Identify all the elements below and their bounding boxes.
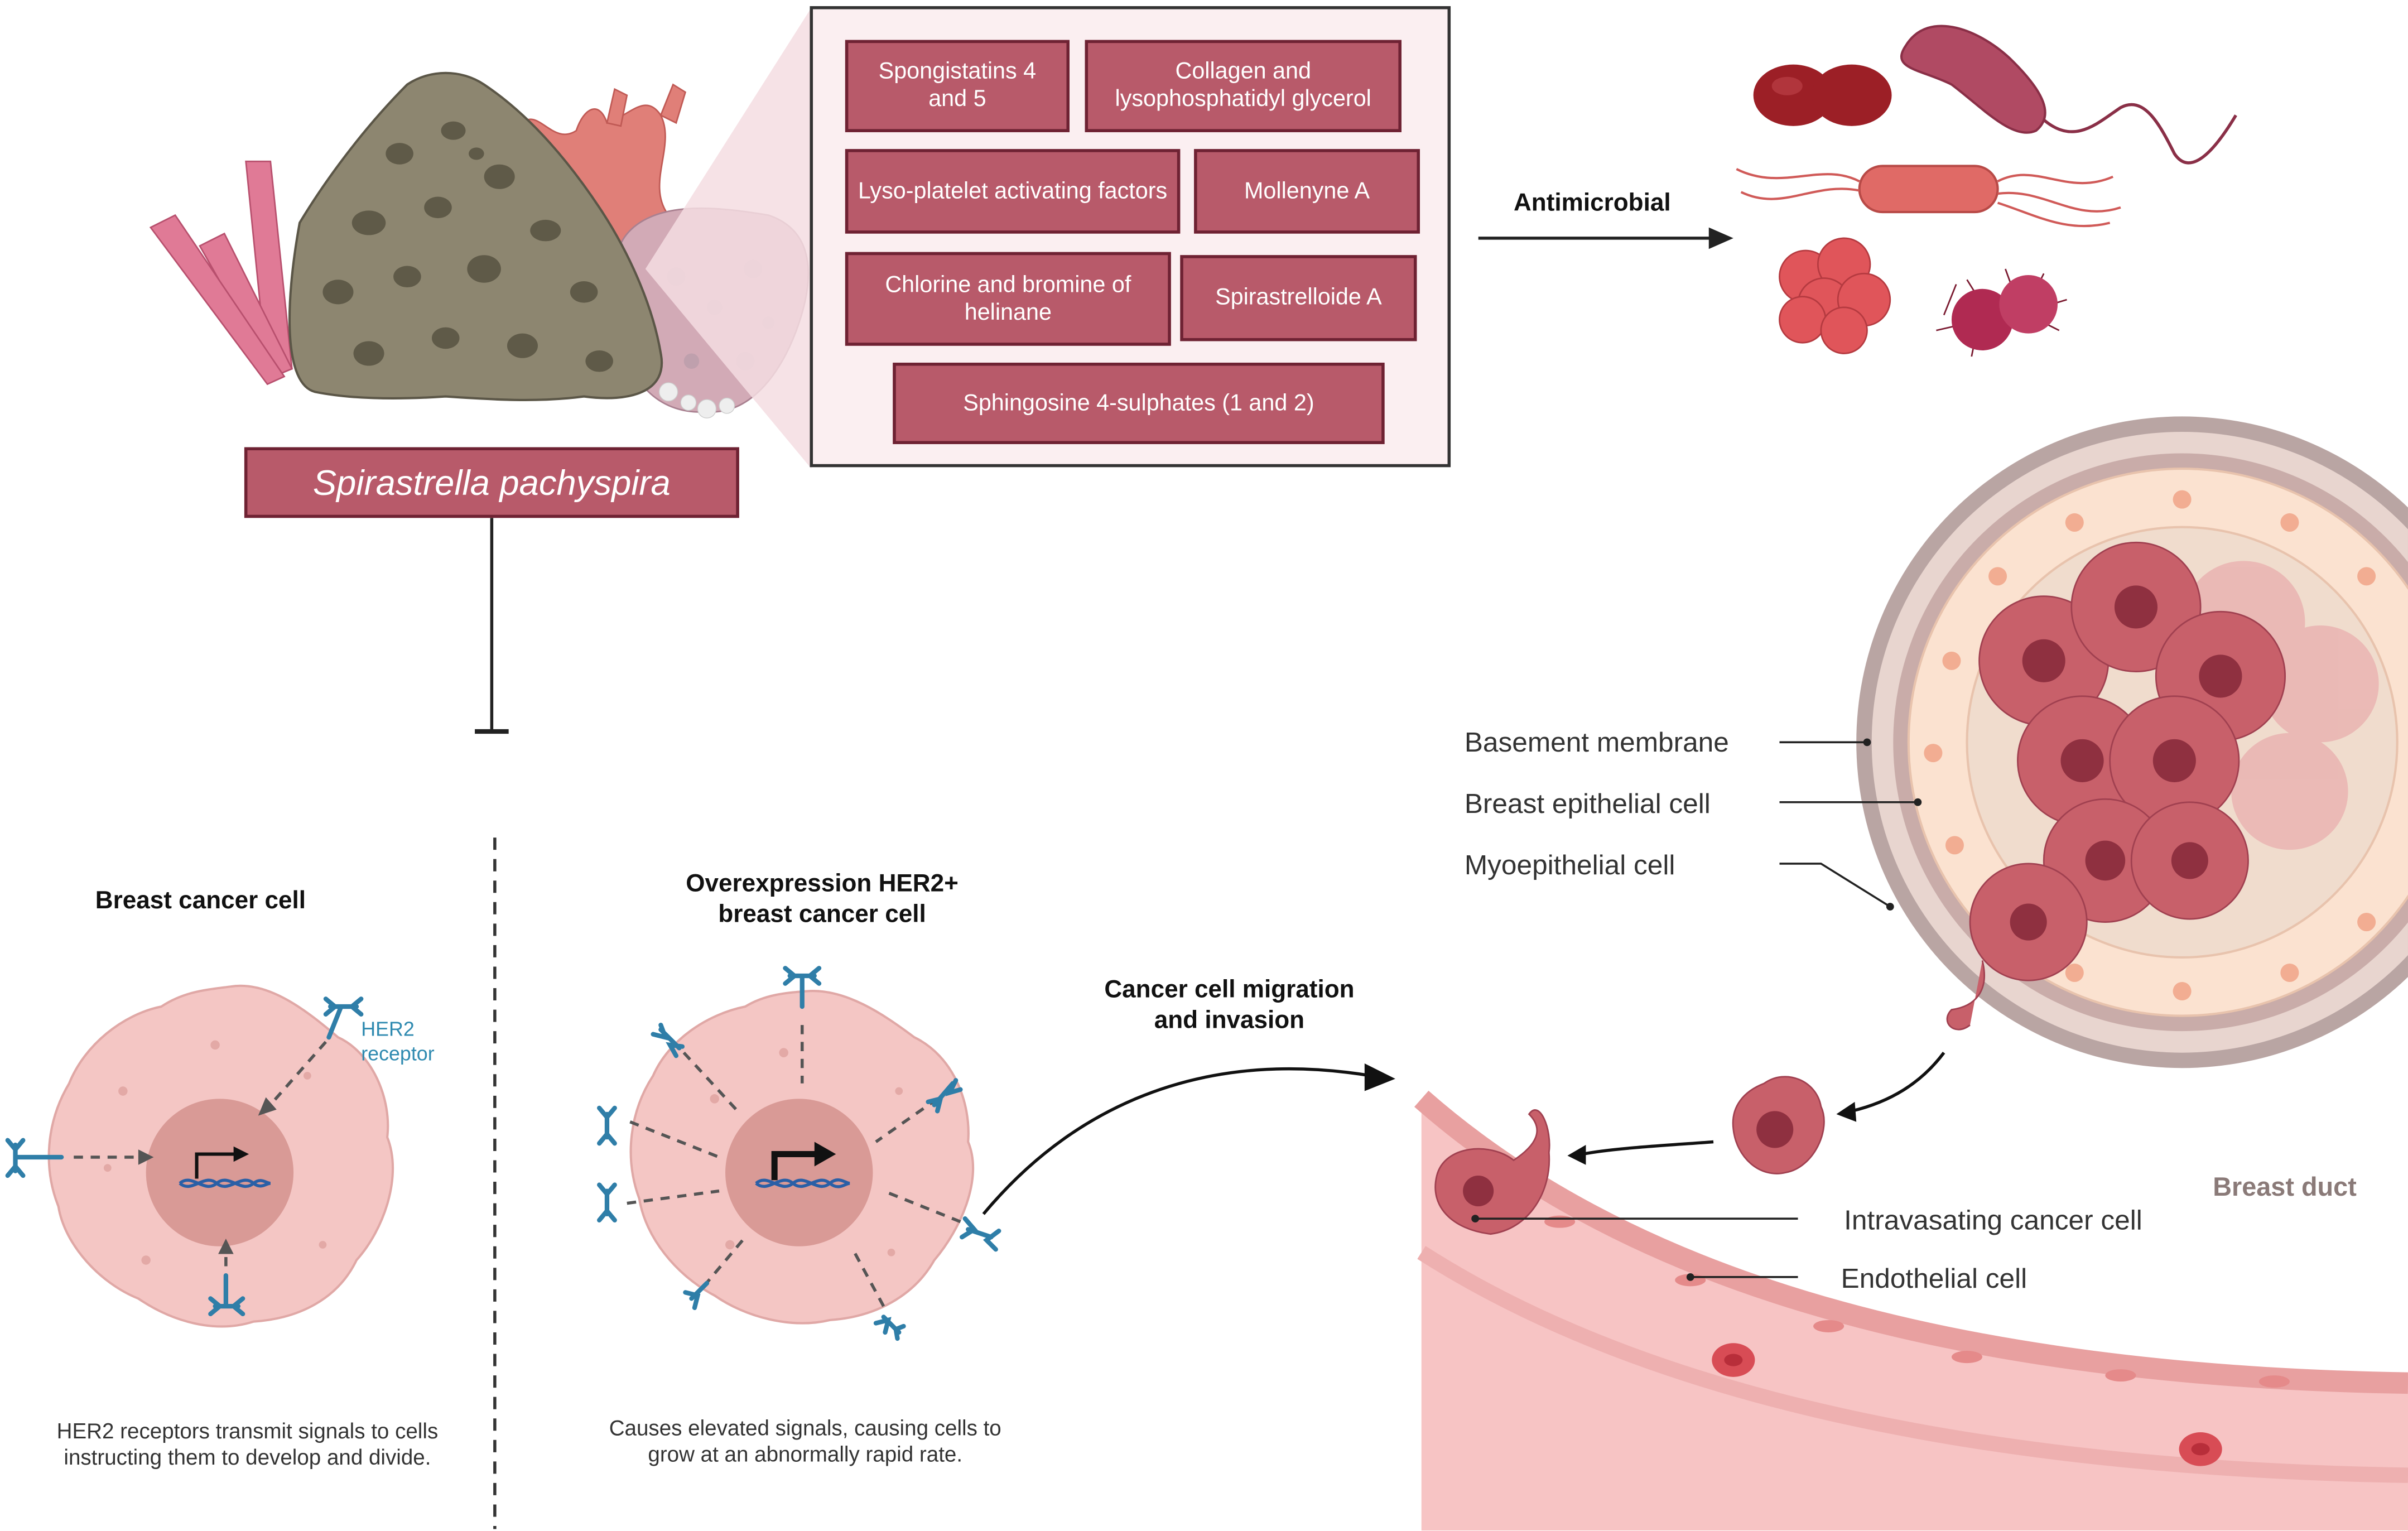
migrating-cancer-cell xyxy=(1732,1076,1825,1174)
panel-left-caption: HER2 receptors transmit signals to cells… xyxy=(56,1418,439,1470)
peritrichous-rod-bacterium xyxy=(1736,165,2121,228)
spiky-diplococcus-bacterium xyxy=(1936,268,2067,357)
migration-label-line1: Cancer cell migration xyxy=(1104,977,1355,1004)
compound-box-spirastrelloide: Spirastrelloide A xyxy=(1180,255,1417,341)
panel-mid-title-line2: breast cancer cell xyxy=(718,902,926,928)
panel-mid-title: Overexpression HER2+ breast cancer cell xyxy=(653,870,991,931)
her2-overexpression-cell xyxy=(597,966,1001,1341)
compound-box-mollenyne: Mollenyne A xyxy=(1194,149,1420,234)
her2-receptor-label-line1: HER2 xyxy=(361,1017,415,1041)
blood-vessel xyxy=(1414,1090,2408,1531)
panel-divider xyxy=(493,837,497,1529)
label-breast-duct: Breast duct xyxy=(2213,1172,2357,1202)
flagellated-rod-bacterium xyxy=(1900,25,2237,165)
bacteria-illustration xyxy=(1736,25,2237,357)
compound-box-chlorine-bromine: Chlorine and bromine of helinane xyxy=(845,252,1171,346)
migration-label-line2: and invasion xyxy=(1154,1008,1305,1034)
tumor-cluster xyxy=(1946,541,2379,1031)
diplococcus-bacterium xyxy=(1753,64,1892,126)
migration-arrow xyxy=(982,1063,1395,1215)
label-endothelial-cell: Endothelial cell xyxy=(1841,1263,2027,1294)
label-myoepithelial-cell: Myoepithelial cell xyxy=(1464,850,1675,881)
panel-mid-title-line1: Overexpression HER2+ xyxy=(686,871,959,898)
compound-box-lyso-paf: Lyso-platelet activating factors xyxy=(845,149,1181,234)
breast-duct-illustration xyxy=(1414,416,2408,1531)
her2-receptor-label-line2: receptor xyxy=(361,1042,435,1065)
intravasating-cancer-cell xyxy=(1434,1109,1550,1235)
label-basement-membrane: Basement membrane xyxy=(1464,726,1729,758)
zoom-wedge xyxy=(645,7,812,469)
compound-box-collagen: Collagen and lysophosphatidyl glycerol xyxy=(1085,40,1402,132)
compound-box-sphingosine: Sphingosine 4-sulphates (1 and 2) xyxy=(893,363,1385,444)
panel-left-title: Breast cancer cell xyxy=(95,888,306,914)
staphylococcus-cluster xyxy=(1779,237,1891,354)
migration-label: Cancer cell migration and invasion xyxy=(1083,976,1375,1037)
label-breast-epithelial-cell: Breast epithelial cell xyxy=(1464,788,1711,820)
compound-box-spongistatins: Spongistatins 4 and 5 xyxy=(845,40,1070,132)
antimicrobial-arrow xyxy=(1478,227,1733,249)
organism-name-box: Spirastrella pachyspira xyxy=(244,447,739,518)
her2-normal-cell xyxy=(5,984,394,1328)
her2-receptor-label: HER2 receptor xyxy=(361,1017,434,1066)
antimicrobial-label: Antimicrobial xyxy=(1513,190,1671,217)
label-intravasating-cancer-cell: Intravasating cancer cell xyxy=(1844,1205,2142,1236)
panel-mid-caption: Causes elevated signals, causing cells t… xyxy=(609,1415,1001,1466)
inhibition-arrow xyxy=(475,518,509,734)
